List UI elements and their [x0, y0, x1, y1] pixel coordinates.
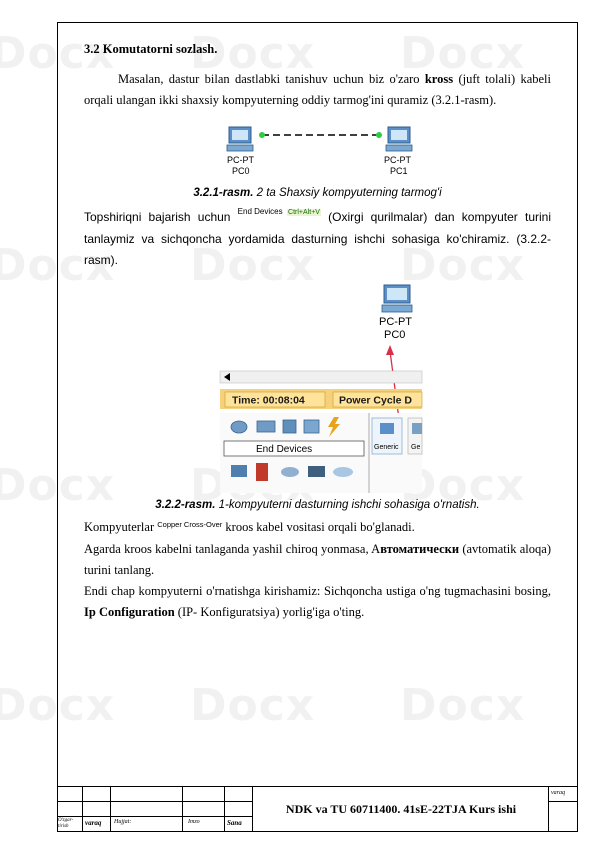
paragraph-4: Agarda kroos kabelni tanlaganda yashil c… [84, 541, 551, 577]
power-cycle-button[interactable] [332, 391, 423, 408]
time-box [224, 391, 326, 408]
title-block-col-5 [225, 787, 253, 832]
end-devices-inline-label: End Devices Ctrl+Alt+V [237, 207, 321, 216]
col-imzo-label: Imzo [188, 819, 200, 825]
title-block: NDK va TU 60711400. 41sE-22TJA Kurs ishi… [57, 786, 578, 832]
title-block-row-line [549, 801, 578, 802]
title-block-col-3 [111, 787, 183, 832]
pc-type-label: PC-PT [379, 316, 412, 328]
col-sana-label: Sana [227, 819, 242, 827]
col-varaq-label: varaq [85, 819, 102, 827]
horizontal-scrollbar[interactable] [219, 370, 423, 384]
title-block-row-line [57, 801, 253, 802]
title-block-col-2 [83, 787, 111, 832]
hub-icon[interactable] [282, 419, 297, 434]
figure-2: PC-PT PC0 Time: 00:08:04 Power Cycle D [84, 279, 551, 493]
pc1-name: PC1 [390, 166, 408, 176]
switch-icon[interactable] [256, 420, 276, 433]
network-diagram: PC-PT PC0 PC-PT PC1 [226, 126, 413, 176]
router-icon[interactable] [230, 420, 248, 434]
packet-tracer-screenshot: PC-PT PC0 Time: 00:08:04 Power Cycle D [219, 284, 423, 493]
figure-1-caption: 3.2.1-rasm. 2 ta Shaxsiy kompyuterning t… [193, 187, 442, 199]
document-title: NDK va TU 60711400. 41sE-22TJA Kurs ishi [285, 801, 517, 816]
end-devices-category-label: End Devices [256, 444, 312, 455]
page-frame [57, 22, 578, 832]
generic-pc-icon [380, 423, 394, 434]
cloud-device-icon[interactable] [281, 467, 299, 477]
sheet-label: varaq [551, 790, 565, 796]
phone-device-icon[interactable] [333, 467, 353, 477]
generic-icon-2 [412, 423, 422, 434]
pc0-type: PC-PT [227, 155, 255, 165]
section-title: 3.2 Komutatorni sozlash. [84, 42, 218, 56]
shortcut-badge: Ctrl+Alt+V [287, 209, 321, 216]
server-device-icon[interactable] [256, 463, 268, 481]
scroll-left-arrow-icon[interactable] [224, 373, 230, 381]
paragraph-5: Endi chap kompyuterni o'rnatishga kirish… [84, 583, 551, 619]
drag-arrow-head [386, 345, 394, 355]
category-label-box [223, 440, 365, 457]
copper-cross-over-inline-label: Copper Cross-Over [157, 519, 223, 529]
generic-label-2: Ge [411, 444, 420, 451]
pc-device-icon[interactable] [231, 465, 247, 477]
device-category-row [230, 417, 340, 437]
link-light-right [376, 132, 382, 138]
link-light-left [259, 132, 265, 138]
paragraph-2: Topshiriqni bajarish uchun End Devices C… [84, 207, 551, 271]
pc0-name: PC0 [232, 166, 250, 176]
time-label: Time: 00:08:04 [232, 395, 305, 407]
pc1-type: PC-PT [384, 155, 412, 165]
printer-device-icon[interactable] [308, 466, 325, 477]
wireless-icon[interactable] [303, 419, 320, 434]
document-body: 3.2 Komutatorni sozlash. Masalan, dastur… [84, 42, 551, 623]
paragraph-1: Masalan, dastur bilan dastlabki tanishuv… [84, 72, 551, 107]
pc1-icon [385, 126, 413, 152]
generic-label: Generic [374, 444, 399, 451]
connections-icon[interactable] [328, 417, 340, 437]
title-block-main [253, 787, 549, 832]
figure-2-caption: 3.2.2-rasm. 1-kompyuterni dasturning ish… [155, 499, 480, 511]
end-device-row [231, 463, 353, 481]
pc0-icon [226, 126, 254, 152]
pc-name-label: PC0 [384, 329, 405, 341]
title-block-col-1 [57, 787, 83, 832]
col-ozgarish-label: O'zgar- tirish [58, 818, 74, 829]
power-cycle-label: Power Cycle D [339, 395, 412, 407]
col-hujjat-label: Hujjat: [114, 819, 132, 825]
paragraph-3: Kompyuterlar Copper Cross-Over kroos kab… [84, 517, 551, 539]
figure-1: PC-PT PC0 PC-PT PC1 [84, 121, 551, 185]
pc-pt-icon [381, 284, 413, 313]
title-block-col-4 [183, 787, 225, 832]
title-block-row-line [57, 816, 253, 817]
